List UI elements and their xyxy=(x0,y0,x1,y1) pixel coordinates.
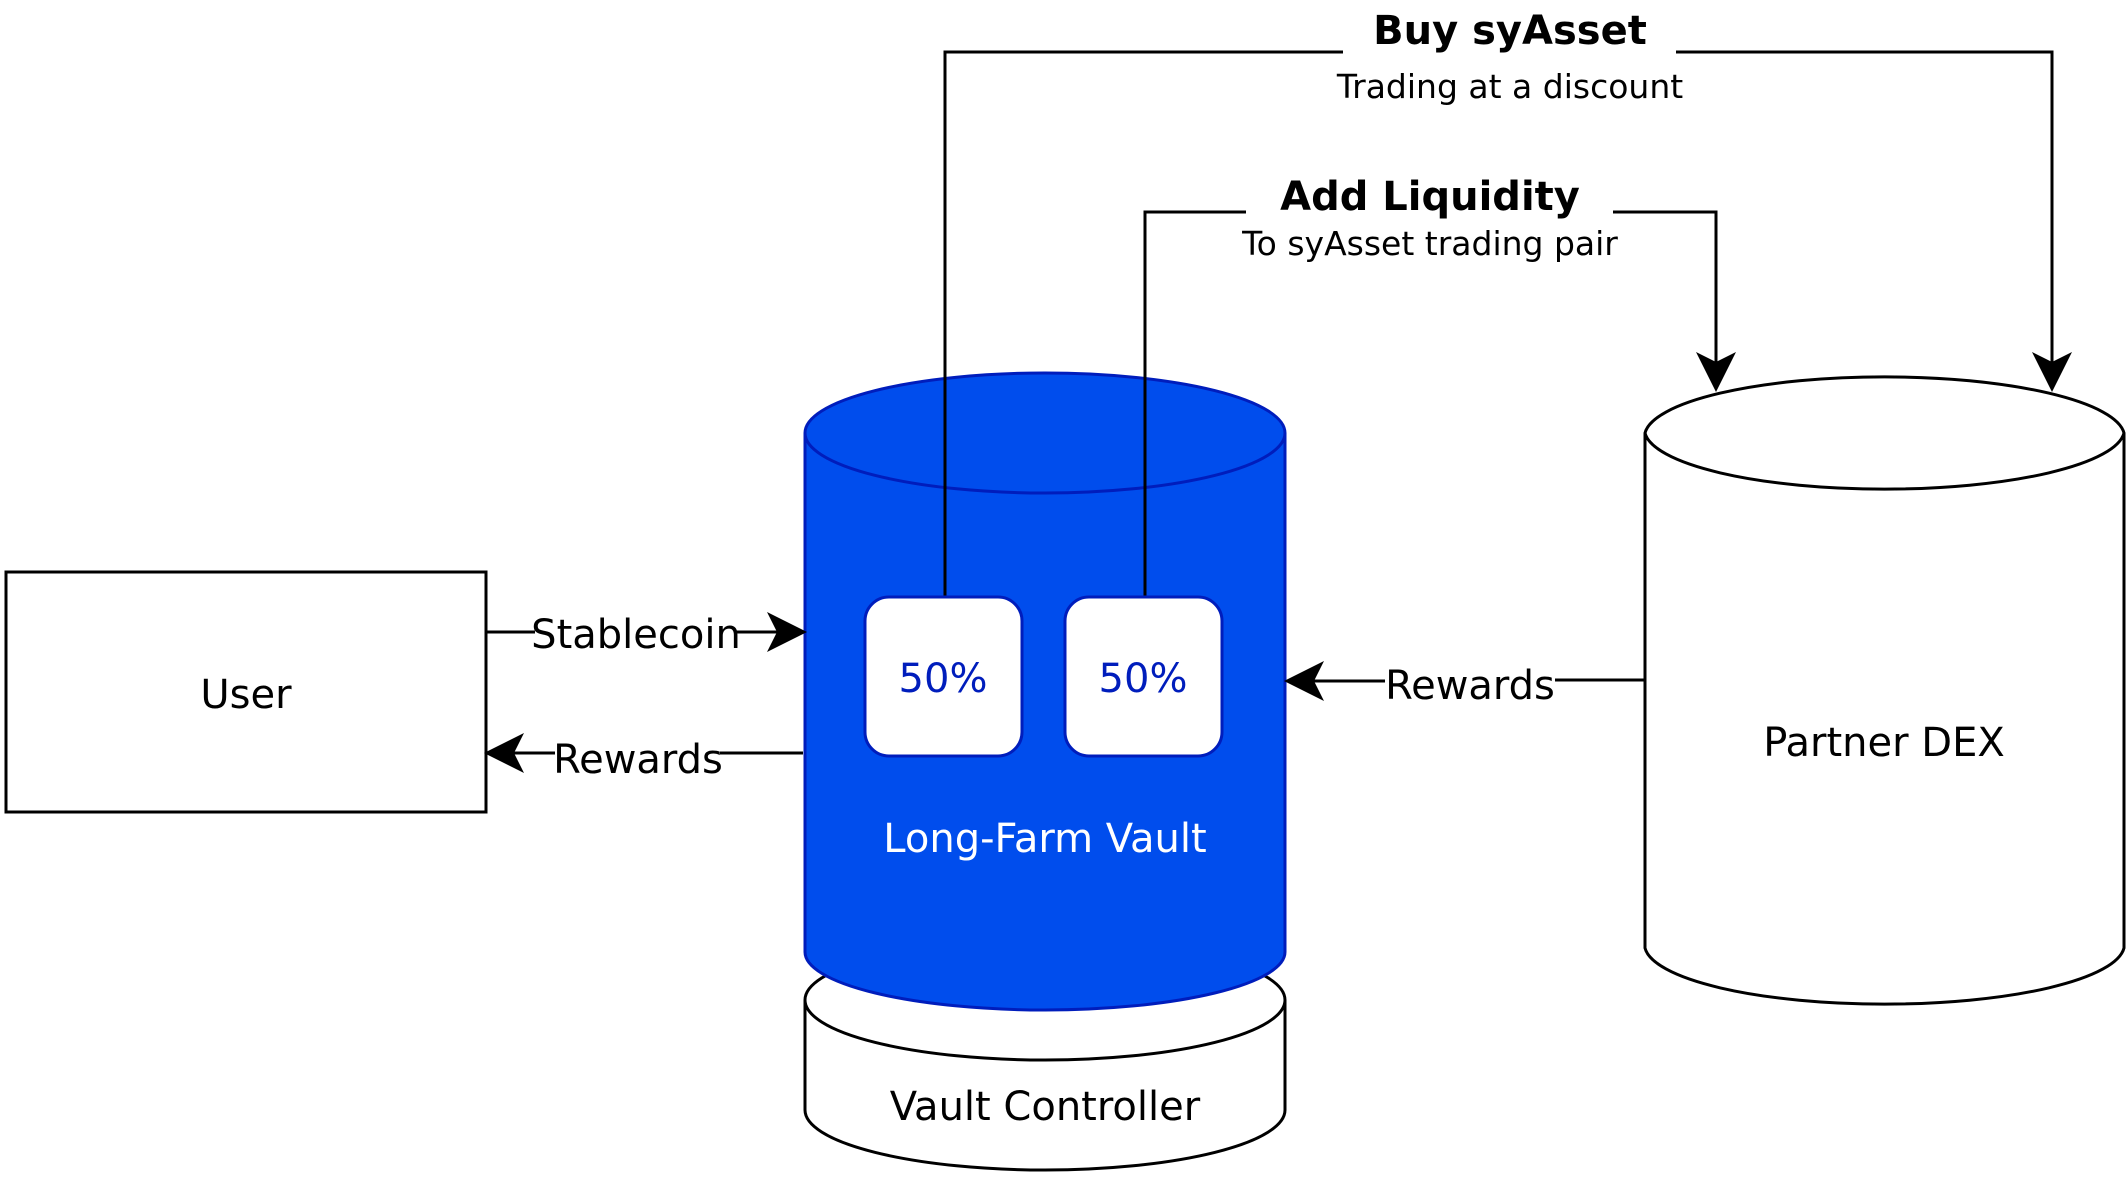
rewards-from-dex-edge[interactable]: Rewards xyxy=(1284,661,1645,709)
vault-label: Long-Farm Vault xyxy=(883,816,1206,862)
vault-controller-label: Vault Controller xyxy=(890,1084,1201,1130)
add-liquidity-title: Add Liquidity xyxy=(1280,174,1580,220)
add-liquidity-edge[interactable] xyxy=(1143,210,1246,598)
partner-dex-node[interactable]: Partner DEX xyxy=(1643,375,2126,1006)
buy-syasset-subtitle: Trading at a discount xyxy=(1336,67,1683,106)
rewards-from-dex-label: Rewards xyxy=(1385,663,1555,709)
stablecoin-edge[interactable]: Stablecoin xyxy=(486,612,807,658)
split-right-label: 50% xyxy=(1099,656,1188,702)
split-left-label: 50% xyxy=(899,656,988,702)
split-box-right[interactable]: 50% xyxy=(1063,595,1224,758)
rewards-to-user-edge[interactable]: Rewards xyxy=(484,733,803,783)
split-box-left[interactable]: 50% xyxy=(863,595,1024,758)
buy-syasset-title: Buy syAsset xyxy=(1373,8,1647,54)
add-liquidity-edge-right[interactable] xyxy=(1613,210,1736,392)
rewards-to-user-label: Rewards xyxy=(553,737,723,783)
user-label: User xyxy=(200,672,292,718)
add-liquidity-subtitle: To syAsset trading pair xyxy=(1241,224,1618,263)
stablecoin-label: Stablecoin xyxy=(531,612,741,658)
partner-dex-label: Partner DEX xyxy=(1763,720,2005,766)
buy-syasset-edge[interactable] xyxy=(943,50,1343,598)
buy-syasset-edge-right[interactable] xyxy=(1676,50,2072,392)
user-node[interactable]: User xyxy=(4,570,488,814)
long-farm-vault-node[interactable]: Long-Farm Vault xyxy=(803,371,1287,1012)
